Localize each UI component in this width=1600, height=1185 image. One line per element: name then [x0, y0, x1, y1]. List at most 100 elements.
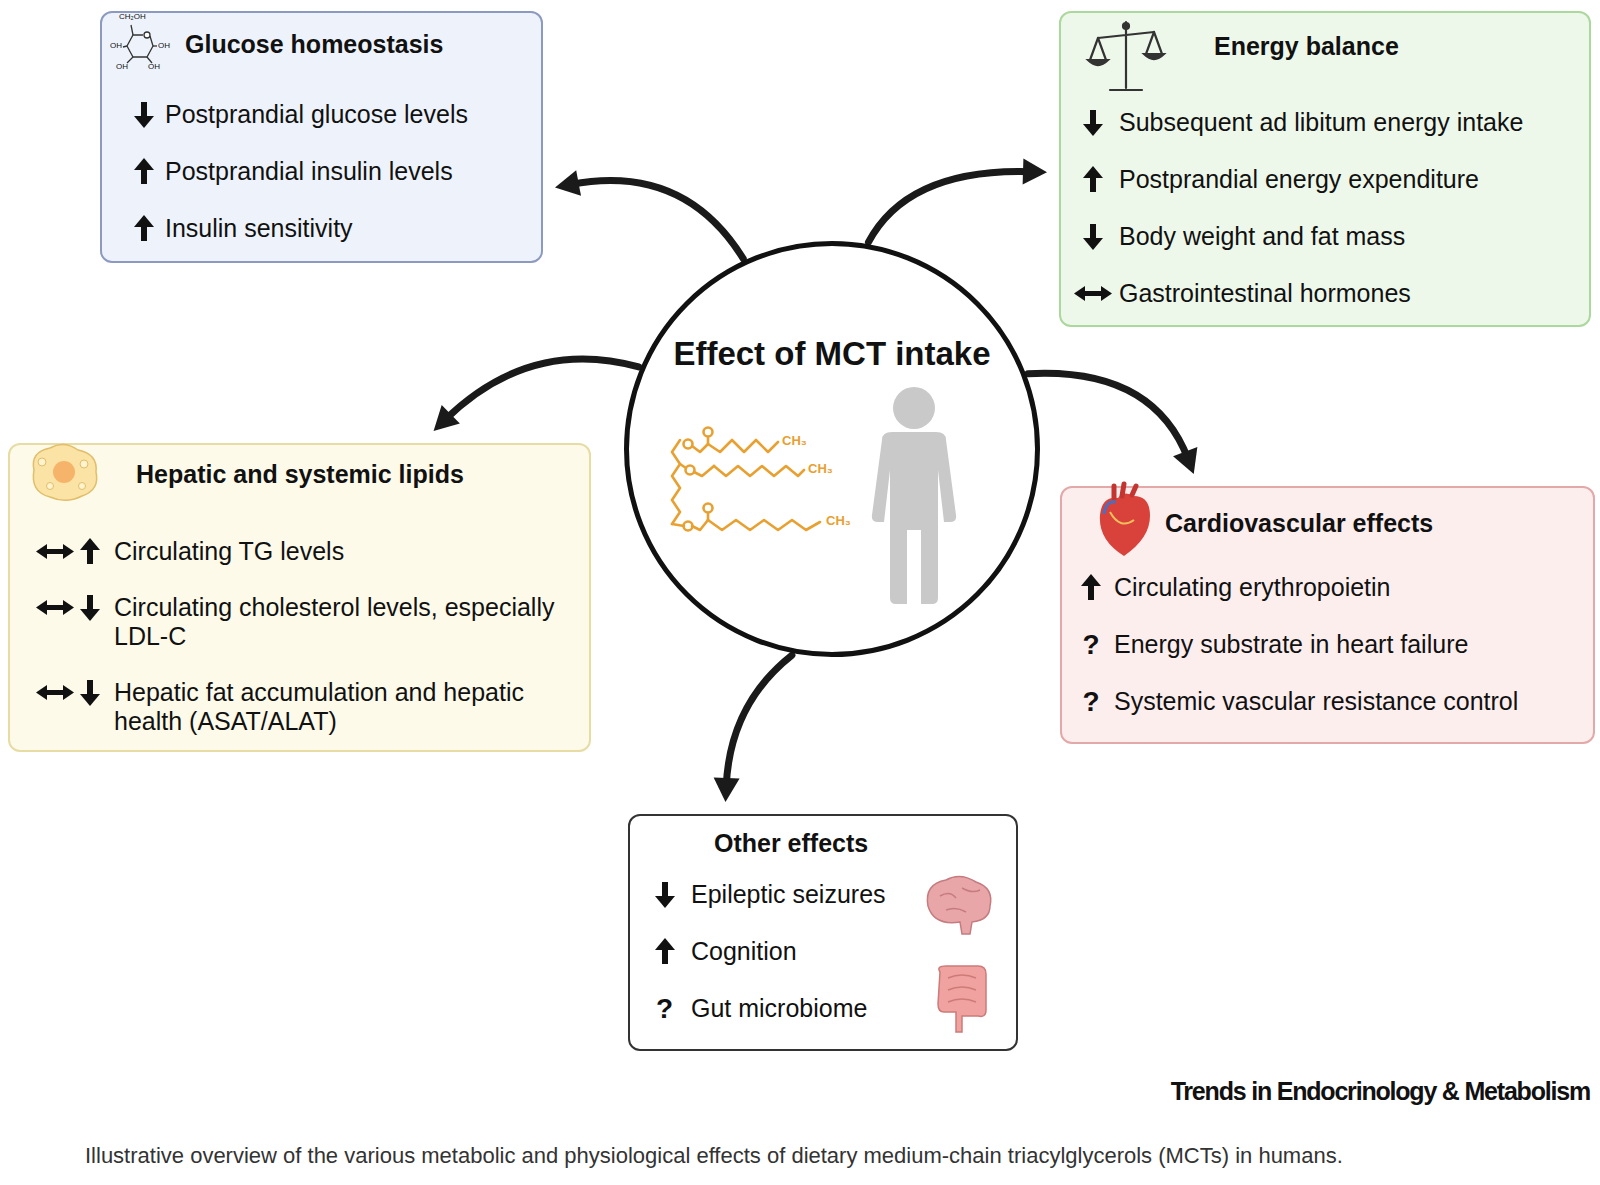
trend-arrow: [1074, 279, 1112, 308]
connector-curve: [1028, 373, 1188, 459]
item-text: Postprandial energy expenditure: [1119, 165, 1479, 194]
molecule-label: OH: [110, 42, 122, 51]
trend-arrow: [132, 100, 156, 129]
trend-arrow: [1081, 222, 1105, 251]
item-text: Postprandial glucose levels: [165, 100, 468, 129]
item-row: Epileptic seizures: [630, 880, 1016, 909]
item-icon: [1067, 108, 1119, 137]
trend-arrow: [653, 880, 677, 909]
item-text: Subsequent ad libitum energy intake: [1119, 108, 1523, 137]
item-icon: [24, 537, 114, 566]
person-figure: [872, 387, 956, 604]
item-row: Circulating cholesterol levels, especial…: [10, 593, 589, 651]
item-text: Gut microbiome: [691, 994, 867, 1023]
item-icon: [1067, 279, 1119, 308]
trend-arrow: [1079, 573, 1103, 602]
item-row: ? Energy substrate in heart failure: [1062, 630, 1593, 659]
item-text: Insulin sensitivity: [165, 214, 353, 243]
trend-arrow: [653, 937, 677, 966]
item-row: Subsequent ad libitum energy intake: [1061, 108, 1589, 137]
trend-arrow: [132, 157, 156, 186]
unknown-mark: ?: [1082, 630, 1099, 659]
chem-label: CH₃: [782, 434, 807, 448]
item-icon: [638, 880, 691, 909]
trend-arrow: [36, 678, 102, 707]
item-text: Circulating erythropoietin: [1114, 573, 1391, 602]
lipids-box: Hepatic and systemic lipidsCirculating T…: [8, 443, 591, 752]
unknown-mark: ?: [1082, 687, 1099, 716]
item-row: ? Gut microbiome: [630, 994, 1016, 1023]
item-row: Gastrointestinal hormones: [1061, 279, 1589, 308]
chem-label: CH₃: [826, 514, 851, 528]
fat-cell-icon: [33, 444, 96, 500]
item-icon: [1068, 573, 1114, 602]
item-text: Gastrointestinal hormones: [1119, 279, 1411, 308]
item-icon: [1067, 222, 1119, 251]
journal-name: Trends in Endocrinology & Metabolism: [1171, 1078, 1590, 1106]
arrow-head: [555, 170, 581, 196]
connector-curve: [726, 655, 792, 786]
item-row: Circulating TG levels: [10, 537, 589, 566]
connector-arrow: [868, 158, 1047, 242]
box-title: Cardiovascular effects: [1165, 488, 1593, 539]
item-icon: [122, 157, 165, 186]
item-text: Circulating TG levels: [114, 537, 344, 566]
molecule-label: OH: [148, 63, 160, 72]
item-text: Body weight and fat mass: [1119, 222, 1405, 251]
item-icon: ?: [1068, 687, 1114, 716]
figure-caption: Illustrative overview of the various met…: [85, 1143, 1343, 1169]
item-text: Cognition: [691, 937, 797, 966]
molecule-label: OH: [116, 63, 128, 72]
item-row: Insulin sensitivity: [102, 214, 541, 243]
item-icon: [1067, 165, 1119, 194]
mct-molecule: [672, 428, 820, 531]
item-icon: [24, 678, 114, 707]
item-text: Epileptic seizures: [691, 880, 886, 909]
trend-arrow: [1081, 165, 1105, 194]
connector-arrow: [1028, 373, 1197, 474]
item-row: Postprandial glucose levels: [102, 100, 541, 129]
item-text: Postprandial insulin levels: [165, 157, 453, 186]
item-row: Hepatic fat accumulation and hepatic hea…: [10, 678, 589, 736]
arrow-head: [714, 777, 740, 802]
cardio-box: Cardiovascular effectsCirculating erythr…: [1060, 486, 1595, 744]
glucose-icon: [123, 25, 157, 63]
chem-label: CH₃: [808, 462, 833, 476]
item-text: Energy substrate in heart failure: [1114, 630, 1468, 659]
molecule-label: CH₂OH: [119, 13, 146, 22]
unknown-mark: ?: [656, 994, 673, 1023]
connector-arrow: [434, 359, 639, 431]
other-box: Other effectsEpileptic seizuresCognition…: [628, 814, 1018, 1051]
item-icon: [24, 593, 114, 622]
item-text: Systemic vascular resistance control: [1114, 687, 1518, 716]
box-title: Energy balance: [1214, 13, 1589, 62]
item-row: ? Systemic vascular resistance control: [1062, 687, 1593, 716]
connector-arrow: [555, 170, 743, 259]
item-text: Hepatic fat accumulation and hepatic hea…: [114, 678, 579, 736]
item-row: Circulating erythropoietin: [1062, 573, 1593, 602]
box-title: Glucose homeostasis: [185, 13, 541, 60]
trend-arrow: [1081, 108, 1105, 137]
trend-arrow: [36, 593, 102, 622]
connector-arrow: [714, 655, 792, 802]
arrow-head: [1023, 158, 1047, 184]
arrow-head: [434, 405, 460, 431]
scale-icon: [1088, 22, 1164, 90]
trend-arrow: [132, 214, 156, 243]
intestine-icon: [938, 966, 986, 1032]
trend-arrow: [36, 537, 102, 566]
item-icon: [638, 937, 691, 966]
heart-icon: [1100, 484, 1150, 556]
item-icon: ?: [1068, 630, 1114, 659]
energy-box: Energy balanceSubsequent ad libitum ener…: [1059, 11, 1591, 327]
connector-curve: [445, 359, 639, 420]
circle-title: Effect of MCT intake: [629, 335, 1035, 373]
item-text: Circulating cholesterol levels, especial…: [114, 593, 579, 651]
connector-curve: [571, 181, 744, 259]
connector-curve: [868, 172, 1031, 243]
item-row: Cognition: [630, 937, 1016, 966]
item-icon: ?: [638, 994, 691, 1023]
item-icon: [122, 214, 165, 243]
